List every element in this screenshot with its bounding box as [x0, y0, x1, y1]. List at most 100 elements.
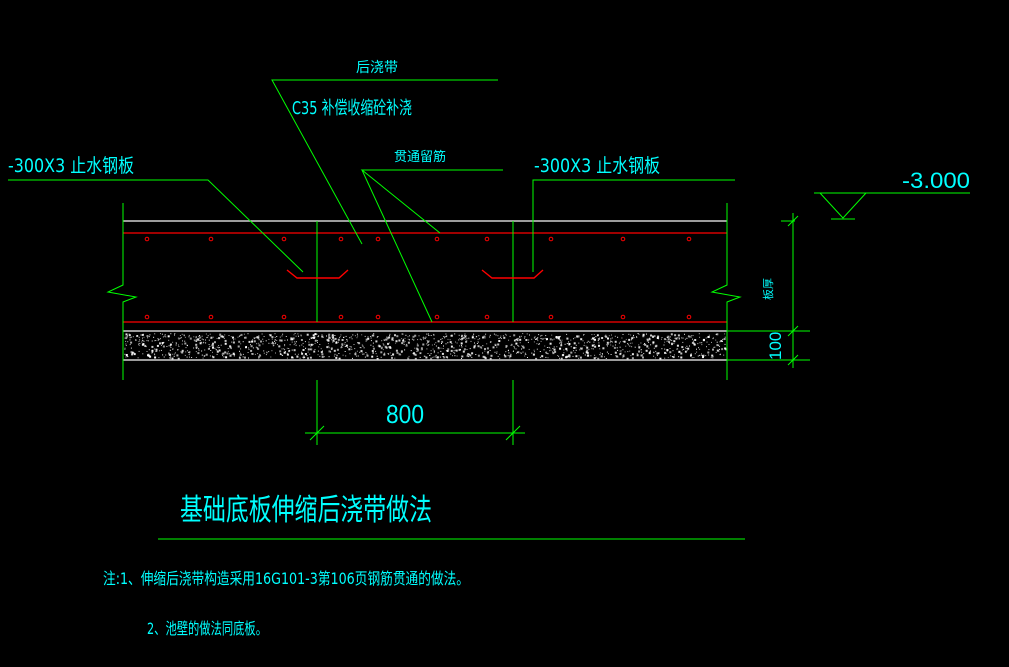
cushion-speckle: [266, 351, 268, 353]
cushion-speckle: [476, 336, 478, 337]
cushion-speckles: [124, 333, 727, 360]
cushion-speckle: [500, 337, 502, 339]
cushion-speckle: [331, 335, 334, 338]
cushion-speckle: [652, 341, 655, 344]
cushion-speckle: [138, 341, 140, 343]
cushion-speckle: [224, 339, 227, 342]
cushion-speckle: [676, 348, 678, 350]
cushion-speckle: [285, 336, 287, 337]
label-c35-note: C35 补偿收缩砼补浇: [292, 98, 412, 119]
cushion-speckle: [614, 351, 617, 354]
cushion-speckle: [357, 355, 359, 357]
cushion-speckle: [599, 354, 601, 356]
cushion-speckle: [372, 342, 374, 344]
cushion-speckle: [284, 344, 286, 346]
cushion-speckle: [389, 335, 391, 337]
cushion-speckle: [479, 346, 482, 349]
cushion-speckle: [610, 338, 612, 340]
cushion-speckle: [146, 351, 148, 352]
cushion-speckle: [382, 349, 384, 351]
cushion-speckle: [328, 356, 330, 358]
cushion-speckle: [684, 338, 686, 340]
cushion-speckle: [151, 345, 154, 348]
cushion-speckle: [450, 349, 453, 352]
cushion-speckle: [546, 347, 548, 348]
cushion-speckle: [275, 342, 277, 344]
cushion-speckle: [132, 336, 134, 338]
cushion-speckle: [321, 335, 324, 338]
cushion-speckle: [414, 353, 417, 356]
cushion-speckle: [396, 351, 399, 354]
cushion-speckle: [561, 344, 562, 346]
cushion-speckle: [450, 353, 452, 355]
cushion-speckle: [670, 355, 672, 357]
cushion-speckle: [607, 345, 608, 347]
cushion-speckle: [549, 350, 551, 352]
cushion-speckle: [168, 339, 170, 341]
cushion-speckle: [375, 340, 378, 343]
cushion-speckle: [625, 345, 627, 347]
cushion-speckle: [433, 352, 435, 354]
waterstop-plate-right: [481, 269, 544, 279]
cushion-speckle: [661, 337, 663, 338]
cushion-speckle: [535, 357, 538, 360]
cushion-speckle: [227, 350, 229, 352]
cushion-speckle: [389, 333, 391, 335]
cushion-speckle: [295, 344, 297, 346]
cushion-speckle: [505, 346, 507, 348]
cushion-speckle: [439, 356, 441, 358]
cushion-speckle: [363, 353, 365, 355]
cushion-speckle: [638, 346, 641, 349]
cushion-speckle: [391, 338, 394, 341]
cushion-speckle: [631, 339, 632, 341]
cushion-speckle: [631, 353, 634, 356]
cushion-speckle: [708, 334, 710, 336]
cushion-speckle: [178, 344, 179, 346]
cushion-speckle: [433, 333, 435, 335]
cushion-speckle: [669, 348, 671, 349]
cushion-speckle: [648, 347, 650, 349]
cushion-speckle: [425, 336, 427, 338]
cushion-speckle: [328, 350, 331, 353]
cushion-speckle: [432, 348, 434, 350]
cushion-speckle: [230, 348, 232, 350]
cushion-speckle: [469, 348, 471, 350]
cushion-speckle: [341, 346, 343, 348]
cushion-speckle: [174, 334, 175, 336]
cushion-speckle: [423, 355, 425, 357]
cushion-speckle: [563, 349, 565, 351]
cushion-speckle: [474, 342, 475, 344]
cushion-speckle: [682, 341, 684, 343]
cushion-speckle: [604, 335, 606, 337]
cushion-speckle: [175, 343, 177, 345]
cushion-speckle: [293, 334, 295, 336]
cushion-speckle: [423, 336, 424, 338]
cushion-speckle: [642, 333, 645, 336]
cushion-speckle: [280, 354, 282, 356]
cushion-speckle: [135, 339, 136, 341]
cushion-speckle: [531, 352, 533, 354]
cushion-speckle: [396, 335, 399, 338]
cushion-speckle: [248, 340, 251, 343]
cushion-speckle: [138, 343, 140, 345]
cushion-speckle: [494, 343, 497, 346]
cushion-speckle: [142, 337, 143, 339]
cushion-speckle: [533, 341, 535, 343]
cushion-speckle: [428, 335, 430, 336]
cushion-speckle: [628, 333, 630, 335]
cushion-speckle: [636, 354, 639, 357]
cushion-speckle: [346, 339, 348, 340]
cushion-speckle: [175, 342, 177, 344]
cushion-speckle: [259, 355, 261, 357]
dim-800-tick-right: [505, 425, 521, 441]
cushion-speckle: [668, 337, 670, 339]
cushion-speckle: [279, 339, 282, 342]
cushion-speckle: [287, 339, 288, 341]
cushion-speckle: [593, 337, 595, 338]
cushion-speckle: [365, 340, 367, 342]
cushion-speckle: [456, 342, 458, 344]
rebar-dot: [375, 314, 381, 320]
cushion-speckle: [649, 337, 651, 339]
cushion-speckle: [433, 350, 435, 352]
cushion-speckle: [697, 355, 699, 357]
